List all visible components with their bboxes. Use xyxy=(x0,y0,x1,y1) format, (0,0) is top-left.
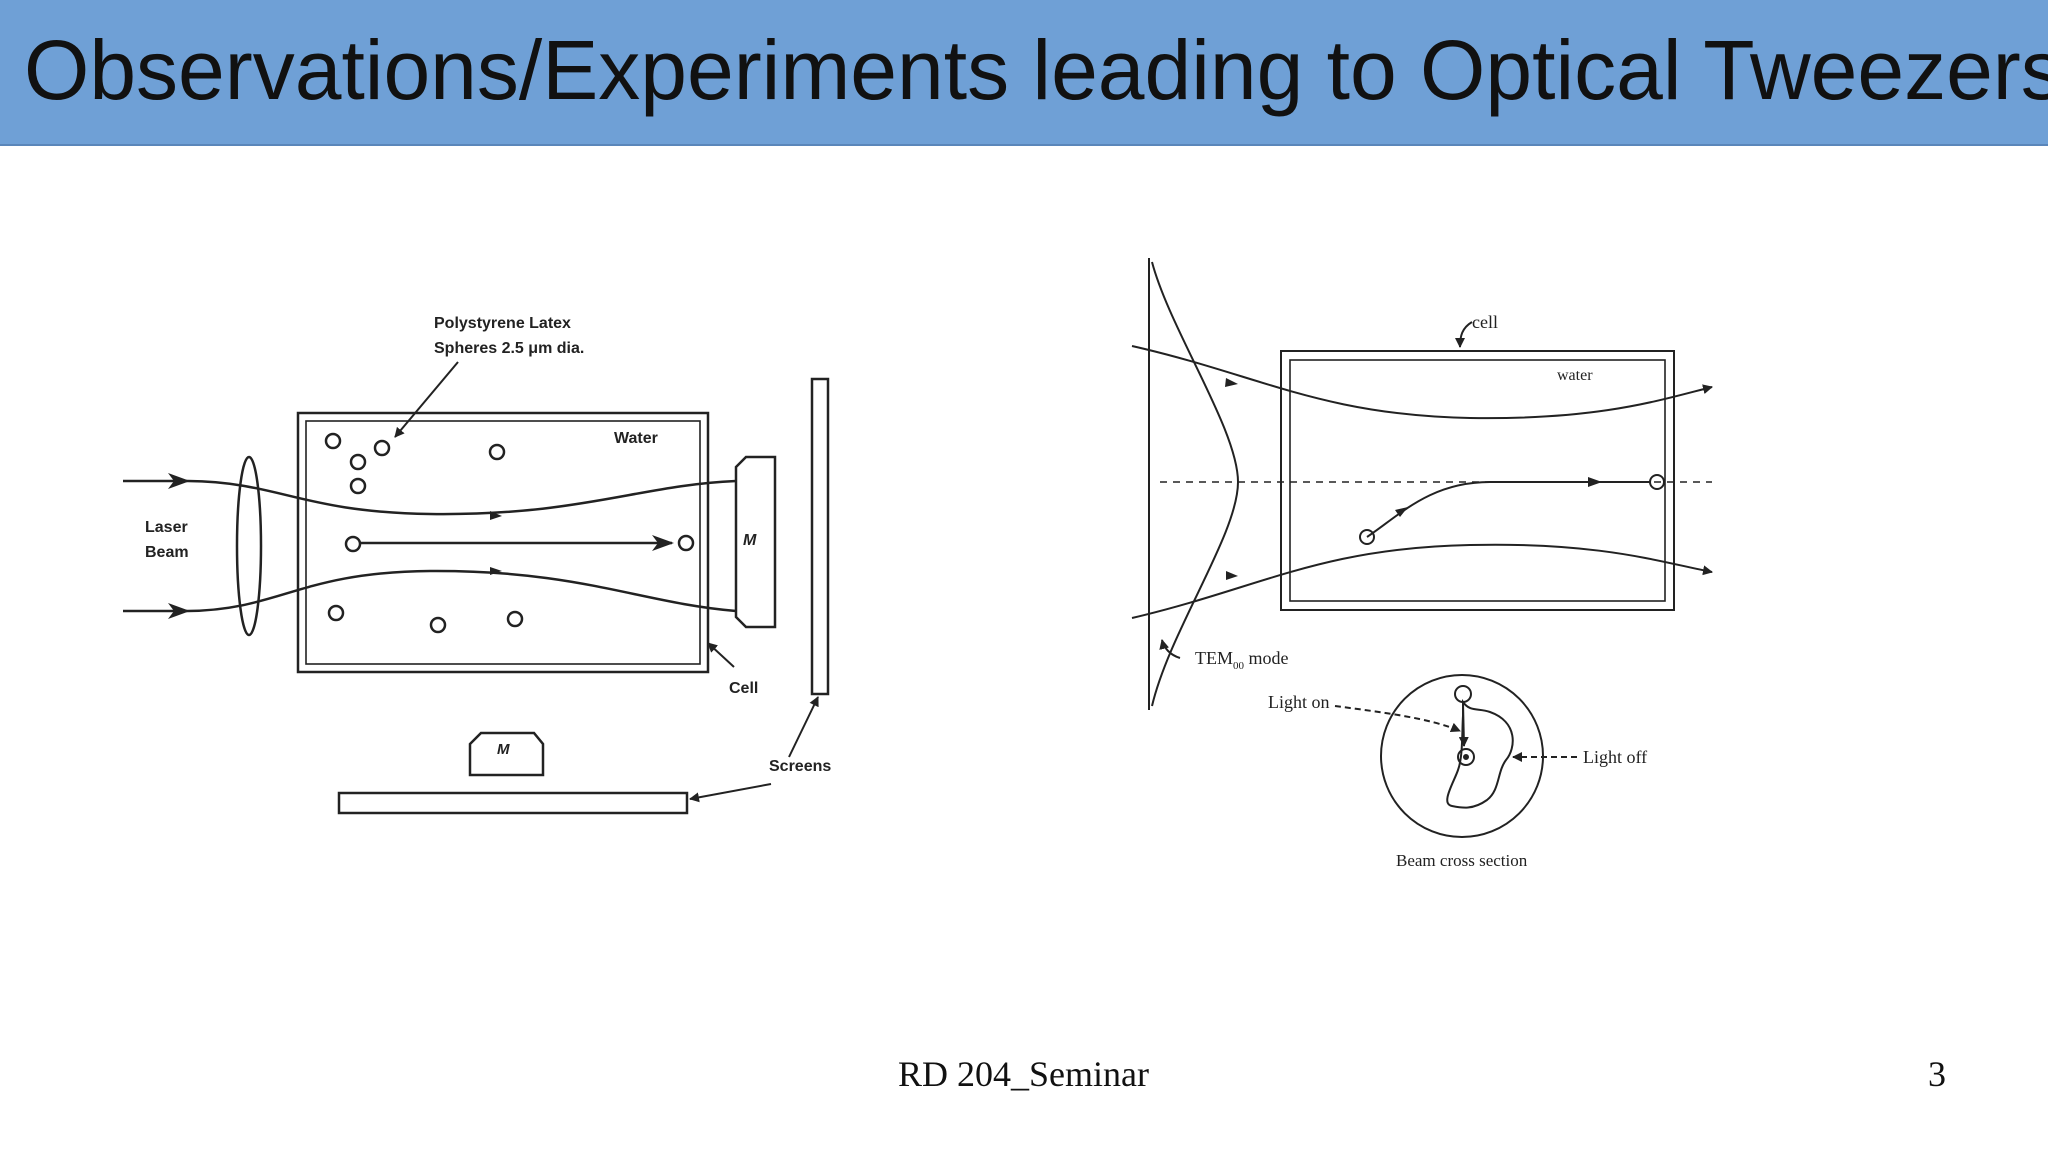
beam-lower xyxy=(187,569,737,613)
left-figure-labels: Polystyrene Latex Spheres 2.5 μm dia. Wa… xyxy=(145,315,831,775)
right-figure-labels: cell water TEM00 mode Light on Light off… xyxy=(1195,312,1647,870)
label-spheres-line2: Spheres 2.5 μm dia. xyxy=(434,340,584,357)
beam-lower-arrowhead xyxy=(490,567,502,575)
tem00-profile xyxy=(1151,261,1240,707)
label-microscope-bottom: M xyxy=(497,741,510,758)
footer-text: RD 204_Seminar xyxy=(898,1054,1149,1094)
page-number: 3 xyxy=(1928,1054,1946,1094)
light-on-drop-arrow xyxy=(1458,702,1469,747)
screens-pointer-upper xyxy=(788,696,819,758)
spheres-pointer xyxy=(394,361,459,438)
cell-pointer xyxy=(707,642,735,668)
sphere xyxy=(488,443,506,461)
screens-pointer-lower xyxy=(689,783,772,803)
ray-lower-arrowhead xyxy=(1226,571,1238,580)
cell-inner xyxy=(305,420,701,665)
sphere xyxy=(677,534,695,552)
label-water: water xyxy=(1557,367,1593,384)
label-cell: Cell xyxy=(729,680,758,697)
cell-pointer xyxy=(1455,321,1473,348)
sphere xyxy=(349,477,367,495)
sphere xyxy=(506,610,524,628)
label-beam-cross-section: Beam cross section xyxy=(1396,851,1528,870)
label-spheres-line1: Polystyrene Latex xyxy=(434,315,571,332)
tem-text: TEM xyxy=(1195,648,1233,668)
tem-subscript: 00 xyxy=(1233,660,1245,672)
tem-pointer xyxy=(1159,639,1181,659)
ray-upper-arrowhead xyxy=(1225,378,1238,387)
label-laser: Laser xyxy=(145,519,188,536)
microscope-right xyxy=(734,455,777,629)
ray-upper xyxy=(1131,345,1713,420)
label-beam: Beam xyxy=(145,544,189,561)
beam-upper xyxy=(187,479,737,516)
beam-upper-arrowhead xyxy=(490,511,502,520)
particle-trapped xyxy=(1649,474,1665,490)
cell-outer xyxy=(1280,350,1675,611)
particle-path-arrowhead xyxy=(1395,507,1408,517)
label-cell: cell xyxy=(1472,312,1498,332)
sphere xyxy=(349,453,367,471)
particle-start xyxy=(1359,529,1375,545)
screen-horizontal xyxy=(337,791,689,815)
right-experiment-diagram xyxy=(1131,258,1713,838)
particle-path xyxy=(1366,481,1651,538)
light-off-dot xyxy=(1463,754,1469,760)
lens xyxy=(235,455,263,637)
tem-mode-text: mode xyxy=(1244,648,1289,668)
ray-lower xyxy=(1131,543,1713,619)
cell-inner xyxy=(1289,359,1666,602)
screen-vertical xyxy=(810,377,830,696)
sphere xyxy=(327,604,345,622)
sphere xyxy=(324,432,342,450)
slide-title: Observations/Experiments leading to Opti… xyxy=(24,23,2048,117)
particle-axis-arrowhead xyxy=(1588,477,1602,487)
light-off-particle xyxy=(1457,748,1475,766)
cell-outer xyxy=(296,411,710,674)
sphere xyxy=(373,439,391,457)
label-microscope-right: M xyxy=(743,532,757,549)
sphere xyxy=(429,616,447,634)
particle-wander-path xyxy=(1446,698,1514,809)
label-tem-mode: TEM00 mode xyxy=(1195,648,1289,672)
label-water: Water xyxy=(614,430,658,447)
label-light-off: Light off xyxy=(1583,747,1647,767)
light-on-pointer xyxy=(1334,705,1461,733)
left-experiment-diagram xyxy=(123,361,830,815)
label-light-on: Light on xyxy=(1268,692,1330,712)
title-bar: Observations/Experiments leading to Opti… xyxy=(0,0,2048,146)
light-on-particle xyxy=(1454,685,1472,703)
sphere xyxy=(344,535,362,553)
label-screens: Screens xyxy=(769,758,831,775)
microscope-bottom xyxy=(468,731,545,777)
